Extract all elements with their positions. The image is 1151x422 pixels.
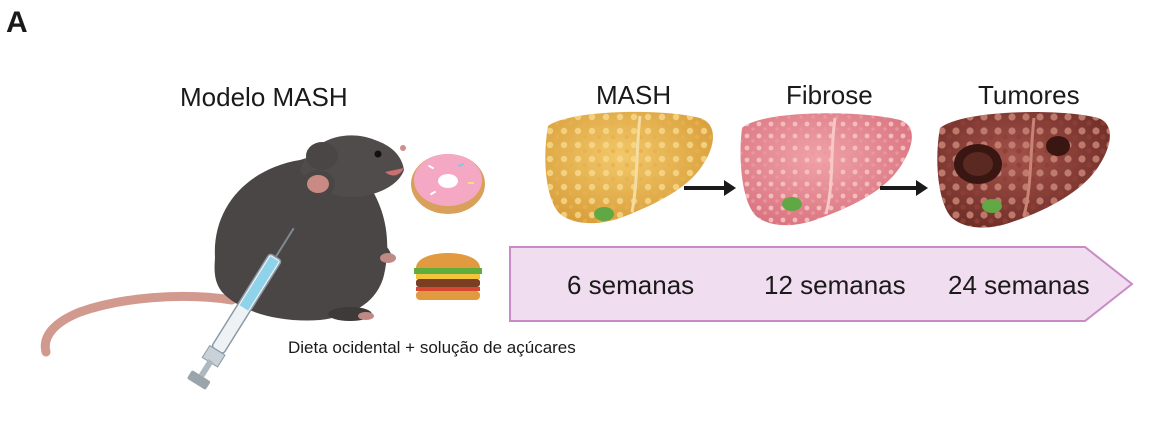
stage-label-fibrose: Fibrose [786,80,873,110]
diet-caption: Dieta ocidental + solução de açúcares [288,338,576,357]
arrow-right-icon [684,180,736,196]
timeline-point-12: 12 semanas [764,270,906,300]
liver-icon [937,112,1110,228]
burger-icon [414,253,482,300]
timeline-point-6: 6 semanas [567,270,695,300]
donut-icon [411,154,485,214]
arrow-right-icon [880,180,928,196]
liver-icon [740,113,912,226]
stage-label-tumores: Tumores [978,80,1080,110]
mouse-icon [40,135,406,357]
panel-letter: A [6,6,28,39]
stage-label-mash: MASH [596,80,672,110]
liver-icon [545,111,713,224]
timeline-point-24: 24 semanas [948,270,1090,300]
timeline-arrow [509,246,1134,322]
syringe-icon [187,227,295,390]
model-title: Modelo MASH [180,82,348,112]
